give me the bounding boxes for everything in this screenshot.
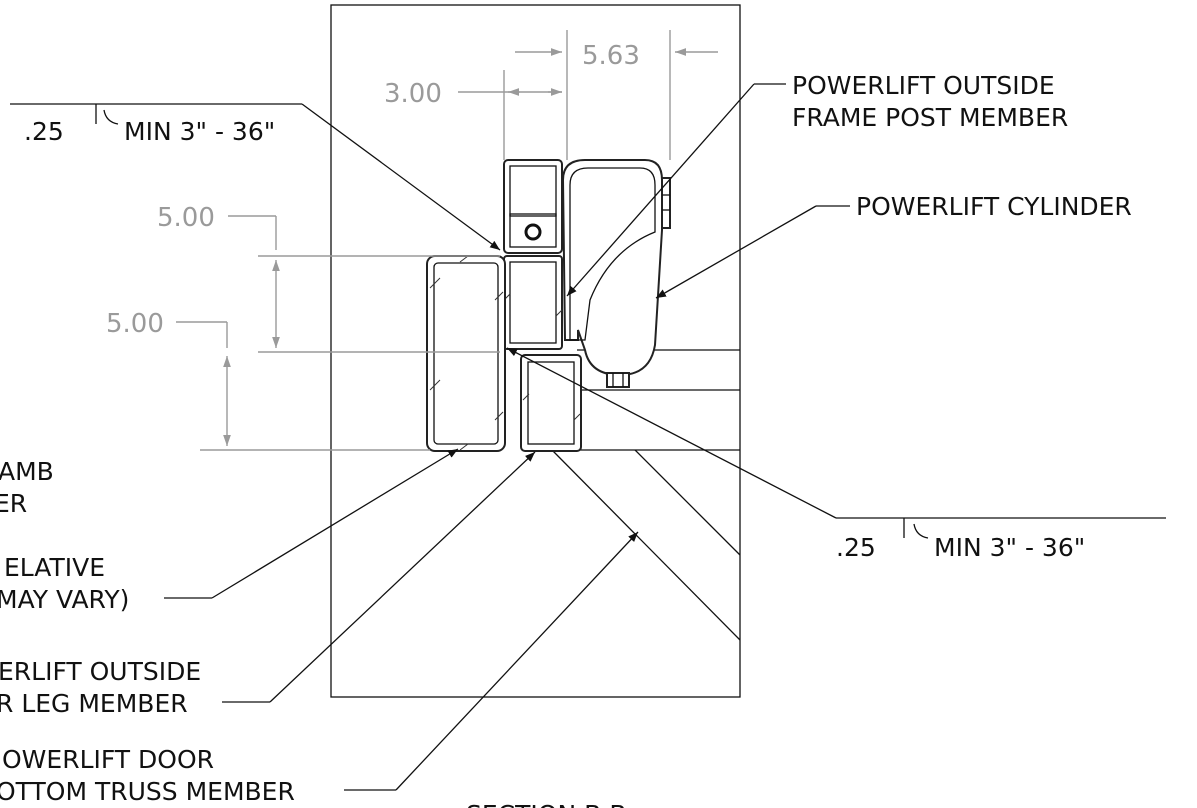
jamb-tube: [426, 255, 506, 452]
callout-relative: ELATIVE MAY VARY): [0, 448, 459, 614]
callout-truss-line1: OWERLIFT DOOR: [2, 745, 214, 774]
callout-jamb-member: AMB ER: [0, 457, 54, 518]
dimension-5-63: 5.63: [515, 30, 718, 160]
frame-post-tube: [503, 255, 563, 350]
dimension-3-00: 3.00: [384, 70, 562, 160]
callout-jamb-line1: AMB: [0, 457, 54, 486]
callout-cylinder-line1: POWERLIFT CYLINDER: [856, 192, 1132, 221]
dimension-5-00-lower-text: 5.00: [106, 309, 164, 339]
weld-left-spec: MIN 3" - 36": [124, 117, 275, 146]
dimension-5-00-upper-text: 5.00: [157, 203, 215, 233]
callout-leg-line1: ERLIFT OUTSIDE: [0, 657, 201, 686]
truss-members: [551, 349, 741, 641]
callout-bottom-truss: OWERLIFT DOOR OTTOM TRUSS MEMBER: [0, 531, 639, 806]
dimension-5-00-lower: 5.00: [106, 309, 430, 451]
callout-jamb-line2: ER: [0, 489, 27, 518]
callout-outside-frame-post: POWERLIFT OUTSIDE FRAME POST MEMBER: [566, 71, 1068, 297]
section-title: SECTION B-B: [466, 800, 627, 808]
callout-frame-post-line1: POWERLIFT OUTSIDE: [792, 71, 1055, 100]
callout-frame-post-line2: FRAME POST MEMBER: [792, 103, 1068, 132]
weld-symbol-left: .25 MIN 3" - 36": [10, 103, 501, 251]
upper-tube: [503, 159, 563, 254]
section-boundary: [330, 4, 741, 698]
callout-truss-line2: OTTOM TRUSS MEMBER: [0, 777, 295, 806]
powerlift-cylinder: [561, 159, 671, 388]
callout-cylinder: POWERLIFT CYLINDER: [655, 192, 1132, 299]
callout-relative-line1: ELATIVE: [4, 553, 105, 582]
weld-right-spec: MIN 3" - 36": [934, 533, 1085, 562]
leg-tube: [520, 354, 582, 452]
callout-outside-leg: ERLIFT OUTSIDE R LEG MEMBER: [0, 451, 536, 718]
dimension-5-00-upper: 5.00: [157, 203, 500, 353]
weld-symbol-right: .25 MIN 3" - 36": [506, 347, 1166, 562]
weld-left-size: .25: [24, 117, 64, 146]
weld-right-size: .25: [836, 533, 876, 562]
dimension-5-63-text: 5.63: [582, 41, 640, 71]
callout-leg-line2: R LEG MEMBER: [0, 689, 188, 718]
callout-relative-line2: MAY VARY): [0, 585, 129, 614]
dimension-3-00-text: 3.00: [384, 79, 442, 109]
